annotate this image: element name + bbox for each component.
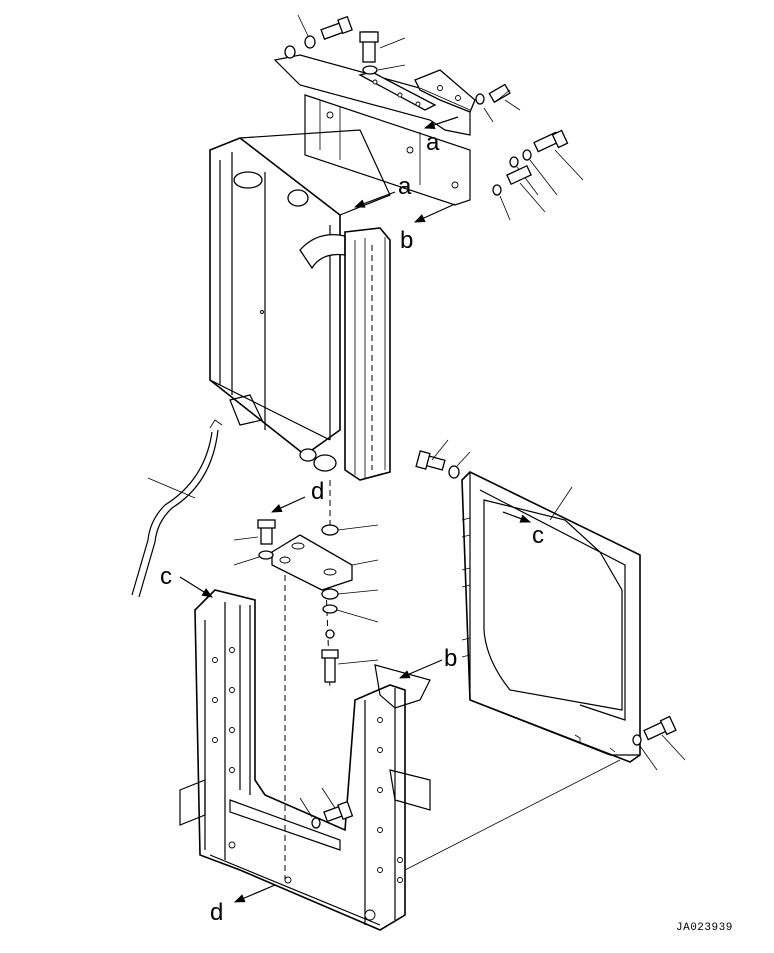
arrow-b-upper — [414, 203, 456, 223]
callout-d-lower: d — [210, 899, 223, 926]
callout-b-upper: b — [400, 227, 413, 254]
bolt-shroud-bottom — [632, 715, 686, 771]
radiator-side-core — [344, 227, 391, 481]
arrow-a-upper — [423, 116, 459, 130]
bolt-right-3 — [492, 164, 546, 221]
arrow-d-upper — [271, 496, 306, 513]
bolt-right-1 — [475, 83, 521, 123]
upper-clip-bracket — [414, 69, 476, 113]
fan-shroud-panel — [461, 471, 641, 763]
arrow-c-right — [502, 511, 532, 523]
frame-holes — [212, 647, 403, 921]
top-mounting-bracket — [273, 54, 471, 206]
arrow-d-lower — [234, 884, 276, 903]
drawing-code: JA023939 — [676, 922, 733, 934]
callout-c-right: c — [532, 522, 544, 549]
radiator-frame — [179, 589, 431, 931]
bolt-plate — [233, 519, 276, 566]
callout-d-upper: d — [311, 478, 324, 505]
washer-top-1 — [284, 35, 316, 59]
callout-a-lower: a — [398, 173, 412, 200]
bolt-top-1 — [297, 14, 353, 41]
callout-c-left: c — [160, 563, 172, 590]
bolt-frame-lower — [299, 787, 354, 829]
callout-b-lower: b — [444, 645, 457, 672]
bolt-top-2 — [359, 31, 406, 63]
leader-shroud — [549, 486, 573, 521]
arrow-c-left — [179, 576, 213, 598]
washer-top-2 — [362, 64, 406, 75]
bolt-shroud-top — [415, 439, 471, 479]
arrow-a-lower — [353, 191, 396, 208]
overflow-hose — [131, 419, 223, 598]
bolt-right-2 — [509, 129, 584, 196]
callout-a-upper: a — [426, 129, 440, 156]
radiator-core — [209, 129, 391, 472]
arrow-b-lower — [399, 659, 443, 679]
alignment-line-shroud — [404, 759, 621, 871]
mount-stack — [321, 524, 379, 683]
mount-plate — [271, 534, 379, 591]
